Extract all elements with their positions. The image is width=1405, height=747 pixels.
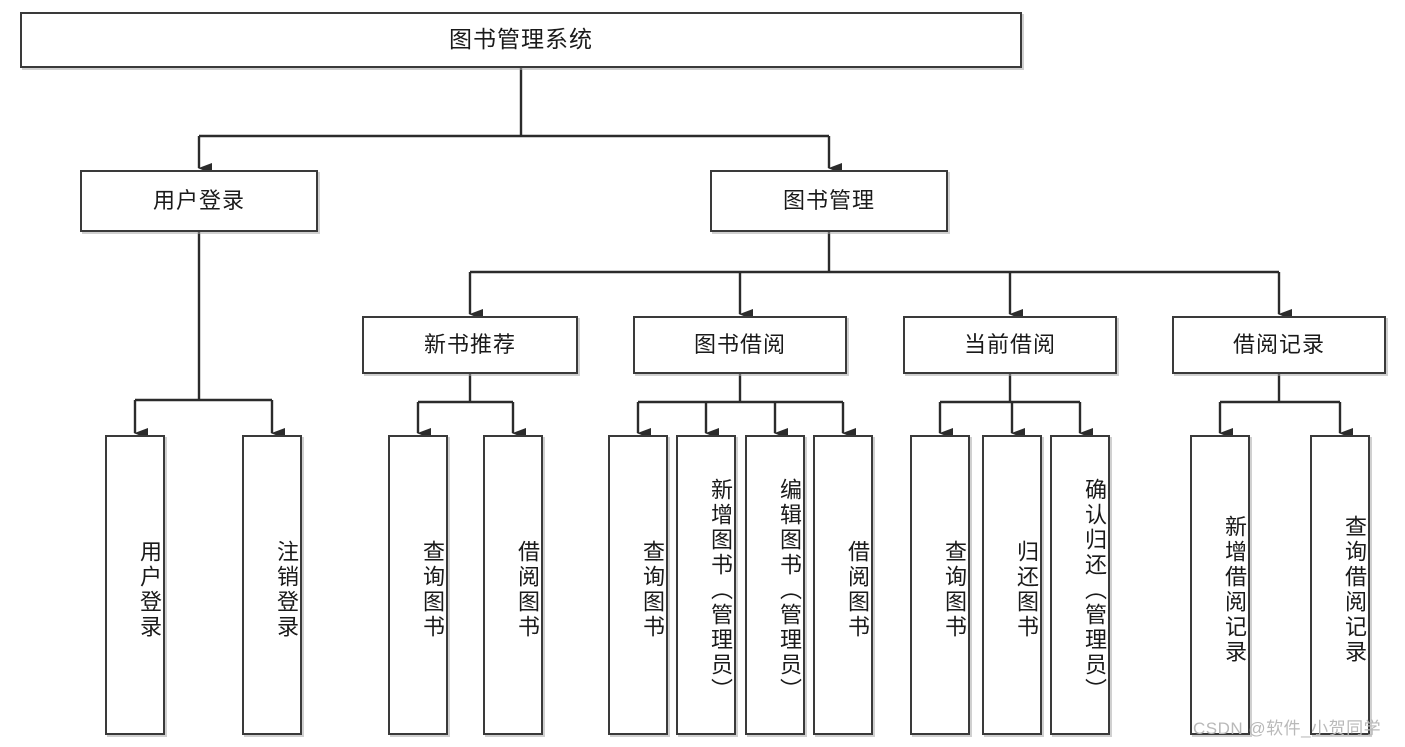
node-root-label: 图书管理系统 xyxy=(449,26,593,53)
node-new-book-rec-label: 新书推荐 xyxy=(423,331,516,357)
node-borrow-record[interactable]: 借阅记录 xyxy=(1172,316,1386,374)
node-leaf-user-login[interactable]: 用户登录 xyxy=(105,435,165,735)
node-leaf-borrow-book-2-label: 借阅图书 xyxy=(845,540,870,640)
node-leaf-confirm-return-label: 确认归还（管理员） xyxy=(1082,477,1107,703)
node-leaf-borrow-book-2[interactable]: 借阅图书 xyxy=(813,435,873,735)
node-book-borrow-label: 图书借阅 xyxy=(693,331,786,357)
node-book-manage-label: 图书管理 xyxy=(782,187,875,213)
node-new-book-rec[interactable]: 新书推荐 xyxy=(362,316,578,374)
node-leaf-edit-book[interactable]: 编辑图书（管理员） xyxy=(745,435,805,735)
node-leaf-add-record-label: 新增借阅记录 xyxy=(1222,515,1247,665)
node-leaf-confirm-return[interactable]: 确认归还（管理员） xyxy=(1050,435,1110,735)
node-current-borrow-label: 当前借阅 xyxy=(963,331,1056,357)
node-leaf-logout-label: 注销登录 xyxy=(274,540,299,640)
node-root[interactable]: 图书管理系统 xyxy=(20,12,1022,68)
node-current-borrow[interactable]: 当前借阅 xyxy=(903,316,1117,374)
node-leaf-query-record-label: 查询借阅记录 xyxy=(1342,515,1367,665)
node-leaf-query-book-2[interactable]: 查询图书 xyxy=(608,435,668,735)
node-leaf-query-book-2-label: 查询图书 xyxy=(640,540,665,640)
node-borrow-record-label: 借阅记录 xyxy=(1232,331,1325,357)
node-leaf-return-book[interactable]: 归还图书 xyxy=(982,435,1042,735)
node-leaf-query-book-3-label: 查询图书 xyxy=(942,540,967,640)
node-leaf-query-book-3[interactable]: 查询图书 xyxy=(910,435,970,735)
node-leaf-borrow-book-1-label: 借阅图书 xyxy=(515,540,540,640)
node-leaf-query-record[interactable]: 查询借阅记录 xyxy=(1310,435,1370,735)
node-leaf-query-book-1[interactable]: 查询图书 xyxy=(388,435,448,735)
watermark-text: CSDN @软件_小贺同学 xyxy=(1193,719,1382,738)
node-leaf-edit-book-label: 编辑图书（管理员） xyxy=(777,477,802,703)
node-leaf-query-book-1-label: 查询图书 xyxy=(420,540,445,640)
node-leaf-add-book[interactable]: 新增图书（管理员） xyxy=(676,435,736,735)
node-leaf-add-record[interactable]: 新增借阅记录 xyxy=(1190,435,1250,735)
node-leaf-return-book-label: 归还图书 xyxy=(1014,540,1039,640)
node-leaf-borrow-book-1[interactable]: 借阅图书 xyxy=(483,435,543,735)
node-leaf-logout[interactable]: 注销登录 xyxy=(242,435,302,735)
node-leaf-user-login-label: 用户登录 xyxy=(137,540,162,640)
node-leaf-add-book-label: 新增图书（管理员） xyxy=(708,477,733,703)
node-user-login-label: 用户登录 xyxy=(152,187,245,213)
node-book-borrow[interactable]: 图书借阅 xyxy=(633,316,847,374)
node-book-manage[interactable]: 图书管理 xyxy=(710,170,948,232)
node-user-login[interactable]: 用户登录 xyxy=(80,170,318,232)
